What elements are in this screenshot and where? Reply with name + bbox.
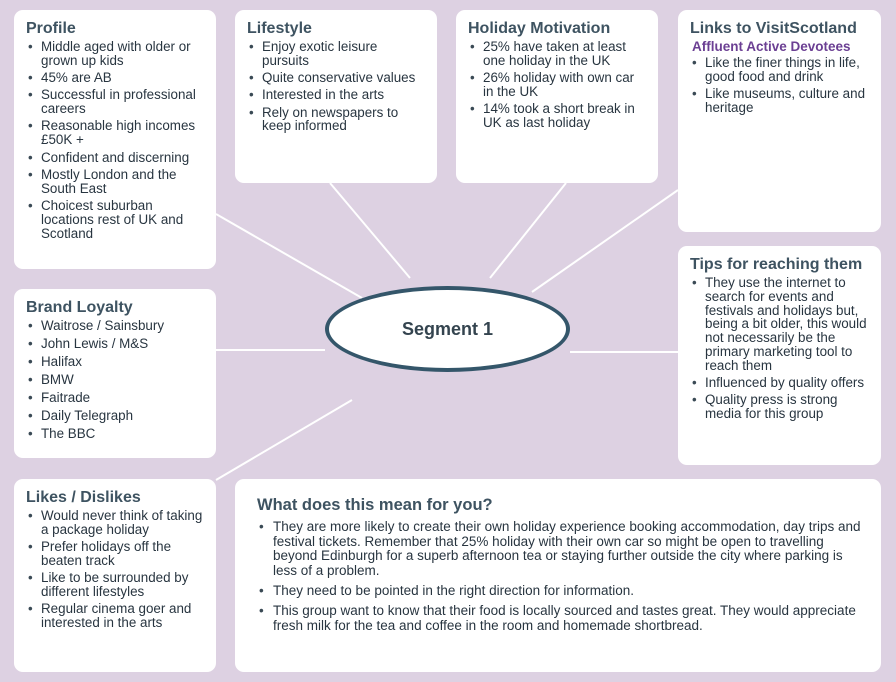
list-item: They need to be pointed in the right dir…: [257, 583, 861, 599]
list-item: BMW: [26, 373, 206, 387]
tips-list: They use the internet to search for even…: [690, 276, 871, 421]
connector-profile: [215, 213, 363, 299]
connector-lifestyle: [329, 182, 411, 279]
brand-title: Brand Loyalty: [26, 299, 133, 316]
connector-motivation: [489, 182, 567, 279]
list-item: Enjoy exotic leisure pursuits: [247, 40, 427, 68]
profile-title: Profile: [26, 20, 76, 37]
list-item: Would never think of taking a package ho…: [26, 509, 206, 537]
list-item: John Lewis / M&S: [26, 337, 206, 351]
list-item: 45% are AB: [26, 71, 206, 85]
likes-list: Would never think of taking a package ho…: [26, 509, 206, 630]
list-item: Confident and discerning: [26, 150, 206, 165]
connector-links: [531, 189, 679, 293]
tips-card: Tips for reaching them They use the inte…: [678, 246, 881, 465]
list-item: Daily Telegraph: [26, 409, 206, 423]
links-list: Like the finer things in life, good food…: [690, 56, 871, 115]
list-item: 25% have taken at least one holiday in t…: [468, 40, 648, 68]
lifestyle-card: Lifestyle Enjoy exotic leisure pursuits …: [235, 10, 437, 183]
meaning-list: They are more likely to create their own…: [257, 519, 861, 633]
meaning-title: What does this mean for you?: [257, 496, 493, 514]
list-item: This group want to know that their food …: [257, 603, 861, 633]
list-item: Rely on newspapers to keep informed: [247, 105, 427, 134]
list-item: Quite conservative values: [247, 71, 427, 85]
segment-label: Segment 1: [401, 318, 494, 339]
list-item: Waitrose / Sainsbury: [26, 319, 206, 333]
profile-card: Profile Middle aged with older or grown …: [14, 10, 216, 269]
list-item: Halifax: [26, 355, 206, 369]
list-item: Like museums, culture and heritage: [690, 87, 871, 115]
likes-dislikes-card: Likes / Dislikes Would never think of ta…: [14, 479, 216, 672]
list-item: Influenced by quality offers: [690, 376, 871, 390]
list-item: Choicest suburban locations rest of UK a…: [26, 199, 206, 241]
list-item: 26% holiday with own car in the UK: [468, 71, 648, 99]
list-item: Mostly London and the South East: [26, 168, 206, 196]
list-item: Regular cinema goer and interested in th…: [26, 602, 206, 630]
what-does-this-mean-card: What does this mean for you? They are mo…: [235, 479, 881, 672]
links-subtitle: Affluent Active Devotees: [692, 39, 851, 54]
links-to-visitscotland-card: Links to VisitScotland Affluent Active D…: [678, 10, 881, 232]
lifestyle-list: Enjoy exotic leisure pursuits Quite cons…: [247, 40, 427, 133]
list-item: They are more likely to create their own…: [257, 519, 861, 578]
list-item: Interested in the arts: [247, 88, 427, 102]
lifestyle-title: Lifestyle: [247, 20, 312, 37]
list-item: Like to be surrounded by different lifes…: [26, 571, 206, 599]
connector-likes: [215, 399, 353, 481]
list-item: Like the finer things in life, good food…: [690, 56, 871, 84]
brand-loyalty-card: Brand Loyalty Waitrose / Sainsbury John …: [14, 289, 216, 458]
list-item: Successful in professional careers: [26, 88, 206, 116]
list-item: They use the internet to search for even…: [690, 276, 871, 373]
list-item: Faitrade: [26, 391, 206, 405]
brand-list: Waitrose / Sainsbury John Lewis / M&S Ha…: [26, 319, 206, 441]
list-item: 14% took a short break in UK as last hol…: [468, 102, 648, 130]
motivation-list: 25% have taken at least one holiday in t…: [468, 40, 648, 130]
motivation-title: Holiday Motivation: [468, 20, 611, 37]
tips-title: Tips for reaching them: [690, 256, 863, 273]
list-item: Middle aged with older or grown up kids: [26, 40, 206, 68]
segment-hub-ellipse: Segment 1: [325, 286, 570, 372]
likes-title: Likes / Dislikes: [26, 489, 141, 506]
links-title: Links to VisitScotland: [690, 20, 857, 37]
list-item: Prefer holidays off the beaten track: [26, 540, 206, 568]
list-item: The BBC: [26, 427, 206, 441]
holiday-motivation-card: Holiday Motivation 25% have taken at lea…: [456, 10, 658, 183]
list-item: Reasonable high incomes £50K +: [26, 119, 206, 147]
list-item: Quality press is strong media for this g…: [690, 393, 871, 421]
profile-list: Middle aged with older or grown up kids …: [26, 40, 206, 240]
